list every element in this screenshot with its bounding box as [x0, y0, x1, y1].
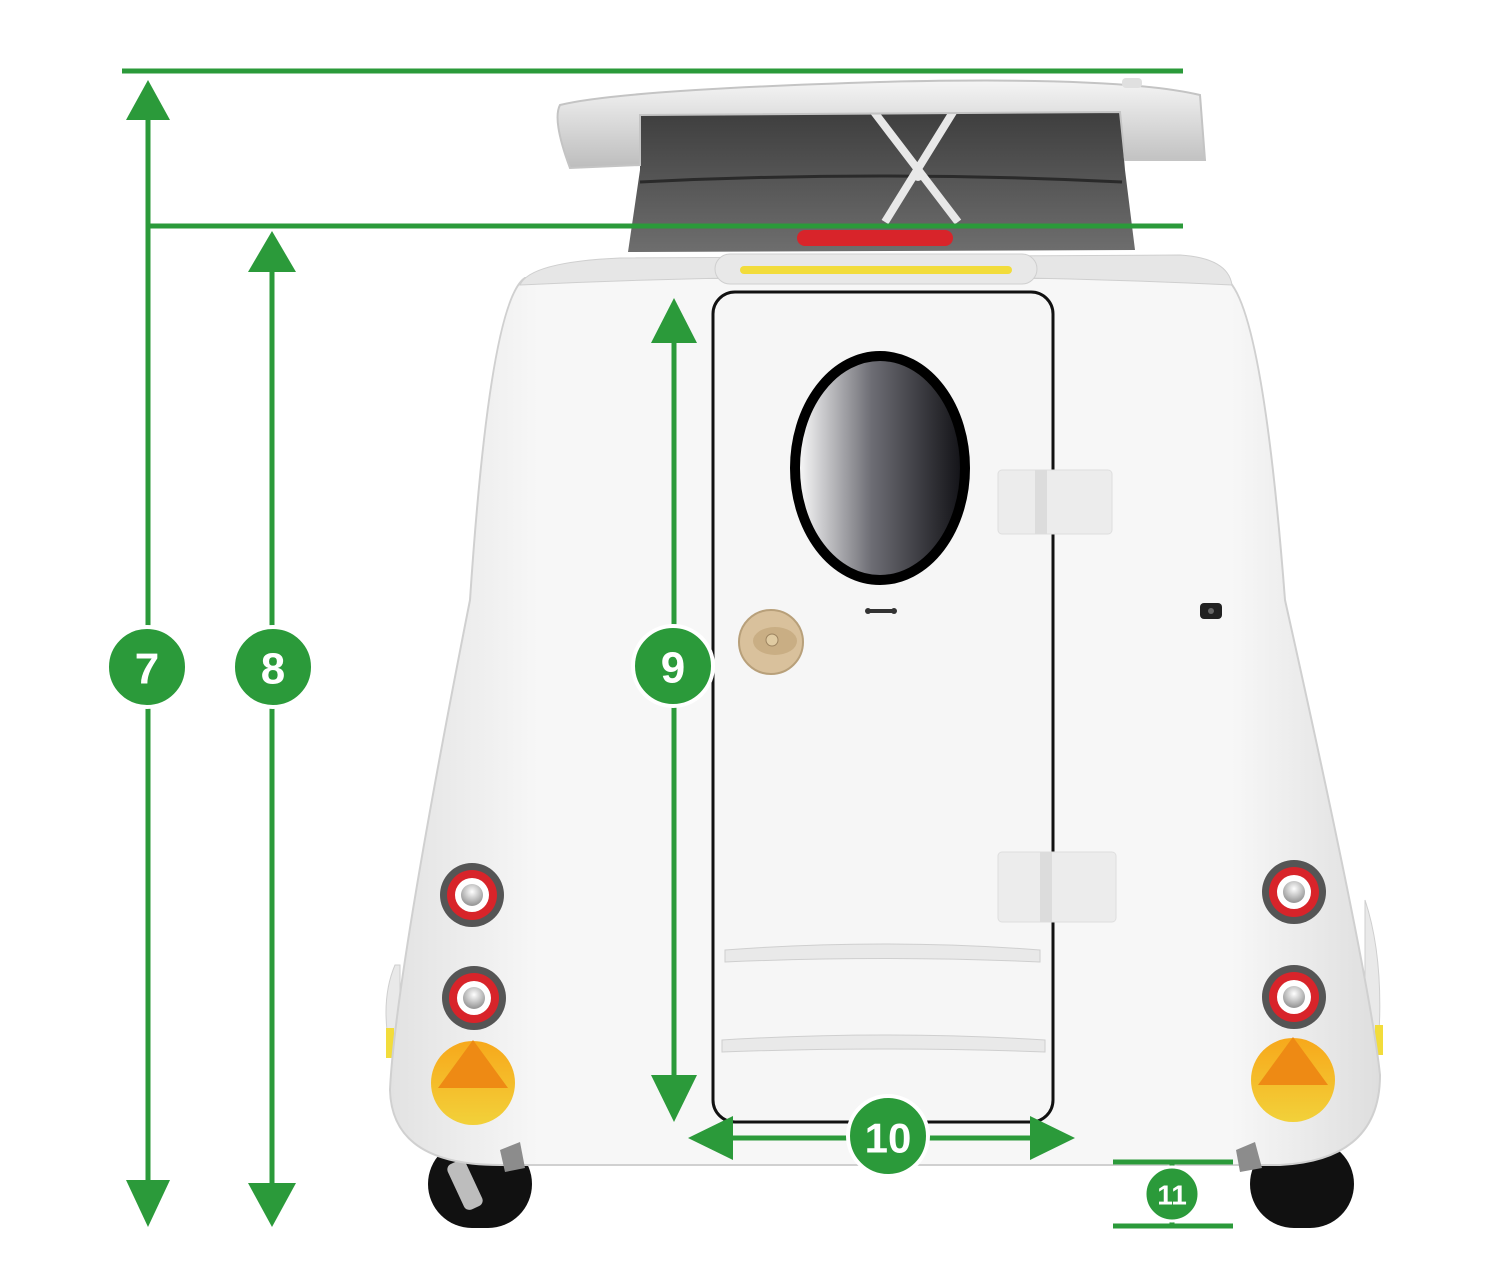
badge-10: 10 [846, 1094, 930, 1178]
up-arrow-icon [248, 231, 296, 272]
side-marker-right-icon [1375, 1025, 1383, 1055]
roof-canvas [628, 112, 1135, 252]
up-arrow-icon [126, 80, 170, 120]
caravan [385, 78, 1383, 1228]
up-arrow-icon [651, 298, 697, 343]
tail-light-right-lower-icon [1262, 965, 1326, 1029]
badge-11: 11 [1143, 1165, 1201, 1223]
left-arrow-icon [688, 1116, 733, 1160]
side-marker-left-icon [386, 1028, 394, 1058]
down-arrow-icon [651, 1075, 697, 1122]
tail-light-left-lower-icon [442, 966, 506, 1030]
brake-light-icon [797, 230, 953, 246]
dimension-label-11: 11 [1157, 1180, 1187, 1211]
down-arrow-icon [248, 1183, 296, 1227]
marker-light-icon [740, 266, 1012, 274]
tail-light-left-upper-icon [440, 863, 504, 927]
door-lock-icon [738, 609, 804, 675]
door-window [790, 351, 970, 585]
right-arrow-icon [1030, 1116, 1075, 1160]
hinge-lower [997, 851, 1117, 923]
door-handle-icon [865, 608, 897, 614]
indicator-right-icon [1251, 1037, 1335, 1122]
dimension-label-8: 8 [261, 645, 285, 694]
dimension-label-9: 9 [661, 644, 685, 693]
tail-light-right-upper-icon [1262, 860, 1326, 924]
roof-lid [556, 79, 1207, 170]
badge-8: 8 [231, 625, 315, 709]
indicator-left-icon [431, 1040, 515, 1125]
dimension-8 [248, 231, 296, 1227]
badge-7: 7 [105, 625, 189, 709]
dimension-label-7: 7 [135, 645, 159, 694]
dimension-label-10: 10 [865, 1115, 912, 1162]
badge-9: 9 [631, 624, 715, 708]
down-arrow-icon [126, 1180, 170, 1227]
hinge-upper [997, 469, 1113, 535]
power-socket-icon [1200, 603, 1222, 619]
